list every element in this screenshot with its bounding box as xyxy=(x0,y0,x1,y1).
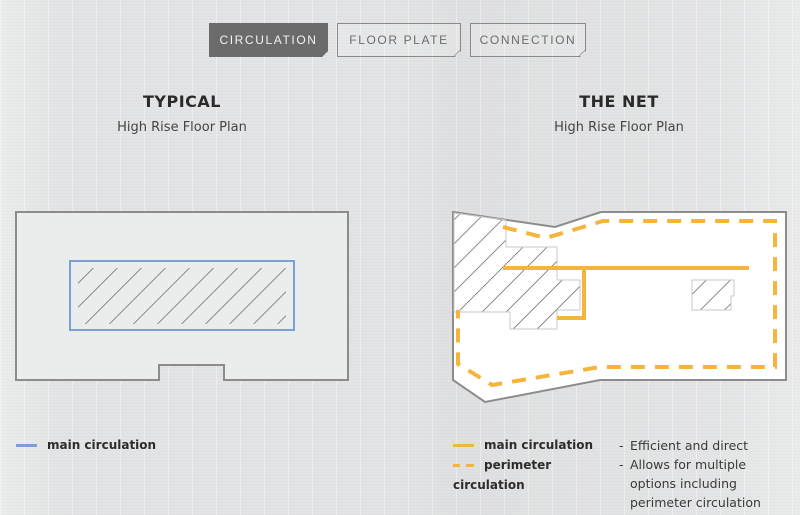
note-text: perimeter circulation xyxy=(630,495,761,510)
note-text: Allows for multiple xyxy=(630,457,747,472)
net-subtitle: High Rise Floor Plan xyxy=(554,120,684,135)
note-item-cont: options including xyxy=(619,474,761,493)
note-bullet: - xyxy=(619,438,624,453)
tab-circulation[interactable]: CIRCULATION xyxy=(209,23,328,57)
tab-floor-plate[interactable]: FLOOR PLATE xyxy=(337,23,461,57)
net-core-hatch xyxy=(453,212,581,330)
typical-main-circulation xyxy=(69,260,295,331)
note-item: - Allows for multiple xyxy=(619,455,761,474)
legend-label-cont: circulation xyxy=(453,478,525,492)
legend-label: main circulation xyxy=(484,438,594,452)
view-tabs: CIRCULATION FLOOR PLATE CONNECTION xyxy=(209,23,586,57)
typical-legend: main circulation xyxy=(16,435,156,455)
typical-floor-plan xyxy=(15,211,349,381)
note-bullet: - xyxy=(619,457,624,472)
net-title: THE NET xyxy=(579,92,659,111)
note-text: options including xyxy=(630,476,737,491)
typical-core-hatch xyxy=(78,268,286,324)
legend-item-main-circulation: main circulation xyxy=(453,435,593,455)
tab-connection[interactable]: CONNECTION xyxy=(470,23,586,57)
net-legend: main circulation perimeter circulation xyxy=(453,435,593,495)
net-floor-plan xyxy=(452,210,787,404)
legend-label: main circulation xyxy=(47,438,157,452)
typical-title: TYPICAL xyxy=(143,92,221,111)
typical-subtitle: High Rise Floor Plan xyxy=(117,120,247,135)
typical-heading: TYPICAL High Rise Floor Plan xyxy=(32,92,332,135)
legend-item-main-circulation: main circulation xyxy=(16,435,156,455)
note-text: Efficient and direct xyxy=(630,438,749,453)
dashed-line-icon xyxy=(453,463,474,467)
legend-label-continued: circulation xyxy=(453,475,593,495)
note-item-cont: perimeter circulation xyxy=(619,493,761,512)
net-heading: THE NET High Rise Floor Plan xyxy=(469,92,769,135)
note-item: - Efficient and direct xyxy=(619,436,761,455)
net-perimeter-circulation xyxy=(456,219,777,388)
legend-item-perimeter-circulation: perimeter xyxy=(453,455,593,475)
solid-line-icon xyxy=(16,443,37,447)
solid-line-icon xyxy=(453,443,474,447)
net-main-circulation xyxy=(503,266,749,320)
net-notes: - Efficient and direct - Allows for mult… xyxy=(619,436,761,512)
net-small-core-hatch xyxy=(691,279,735,311)
legend-label: perimeter xyxy=(484,458,552,472)
